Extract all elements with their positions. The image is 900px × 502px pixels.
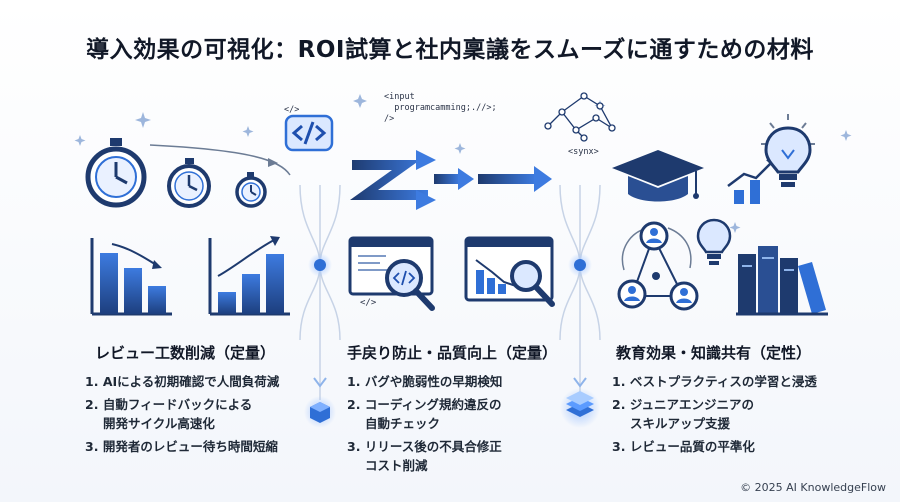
stopwatch-icon-medium [167, 158, 211, 208]
input-code-line-2: programcamming;.//>; [384, 103, 497, 113]
lightbulb-icon-large [761, 114, 815, 187]
list-item: 2. 自動フィードバックによる開発サイクル高速化 [85, 397, 253, 431]
code-review-window-icon [348, 236, 435, 311]
decreasing-bar-chart-icon [90, 238, 172, 316]
list-item: 1. バグや脆弱性の早期検知 [347, 374, 503, 389]
growth-chart-icon [727, 158, 775, 204]
input-code-line-3: /> [384, 114, 395, 124]
code-tag-text: </> [284, 105, 300, 115]
synx-code-text: <synx> [568, 147, 599, 157]
code-tag-icon [284, 114, 334, 152]
column-heading-review-hours: レビュー工数削減（定量） [95, 344, 276, 362]
list-quality: 1. バグや脆弱性の早期検知 2. コーディング規約違反の自動チェック 3. リ… [347, 372, 502, 475]
network-graph-icon [544, 92, 616, 142]
layers-icon [560, 388, 600, 428]
increasing-bar-chart-icon [208, 236, 290, 316]
cube-icon [304, 396, 336, 428]
list-item: 1. AIによる初期確認で人間負荷減 [85, 374, 280, 389]
stopwatch-icon-small [235, 172, 267, 208]
page-title: 導入効果の可視化：ROI試算と社内稟議をスムーズに通すための材料 [86, 37, 814, 63]
lightbulb-icon-small [696, 218, 732, 265]
list-item: 2. ジュニアエンジニアのスキルアップ支援 [612, 397, 754, 431]
copyright-footer: © 2025 AI KnowledgeFlow [740, 481, 886, 494]
list-item: 3. リリース後の不具合修正コスト削減 [347, 439, 502, 473]
list-item: 2. コーディング規約違反の自動チェック [347, 397, 502, 431]
chart-analysis-window-icon [464, 236, 555, 307]
connector-nodes [308, 253, 592, 388]
inline-code-tag-text: </> [360, 298, 377, 308]
input-code-line-1: <input [384, 92, 415, 102]
column-heading-education: 教育効果・知識共有（定性） [616, 344, 812, 362]
books-icon [736, 246, 828, 316]
list-item: 1. ベストプラクティスの学習と浸透 [612, 374, 817, 389]
list-item: 3. レビュー品質の平準化 [612, 439, 755, 454]
stopwatch-icon-large [85, 138, 147, 208]
list-education: 1. ベストプラクティスの学習と浸透 2. ジュニアエンジニアのスキルアップ支援… [612, 372, 817, 456]
list-review-hours: 1. AIによる初期確認で人間負荷減 2. 自動フィードバックによる開発サイクル… [85, 372, 279, 456]
graduation-cap-icon [612, 150, 704, 202]
column-heading-quality: 手戻り防止・品質向上（定量） [347, 344, 558, 362]
list-item: 3. 開発者のレビュー待ち時間短縮 [85, 439, 278, 454]
team-network-icon [617, 221, 699, 311]
flow-arrow-icons [350, 150, 552, 210]
